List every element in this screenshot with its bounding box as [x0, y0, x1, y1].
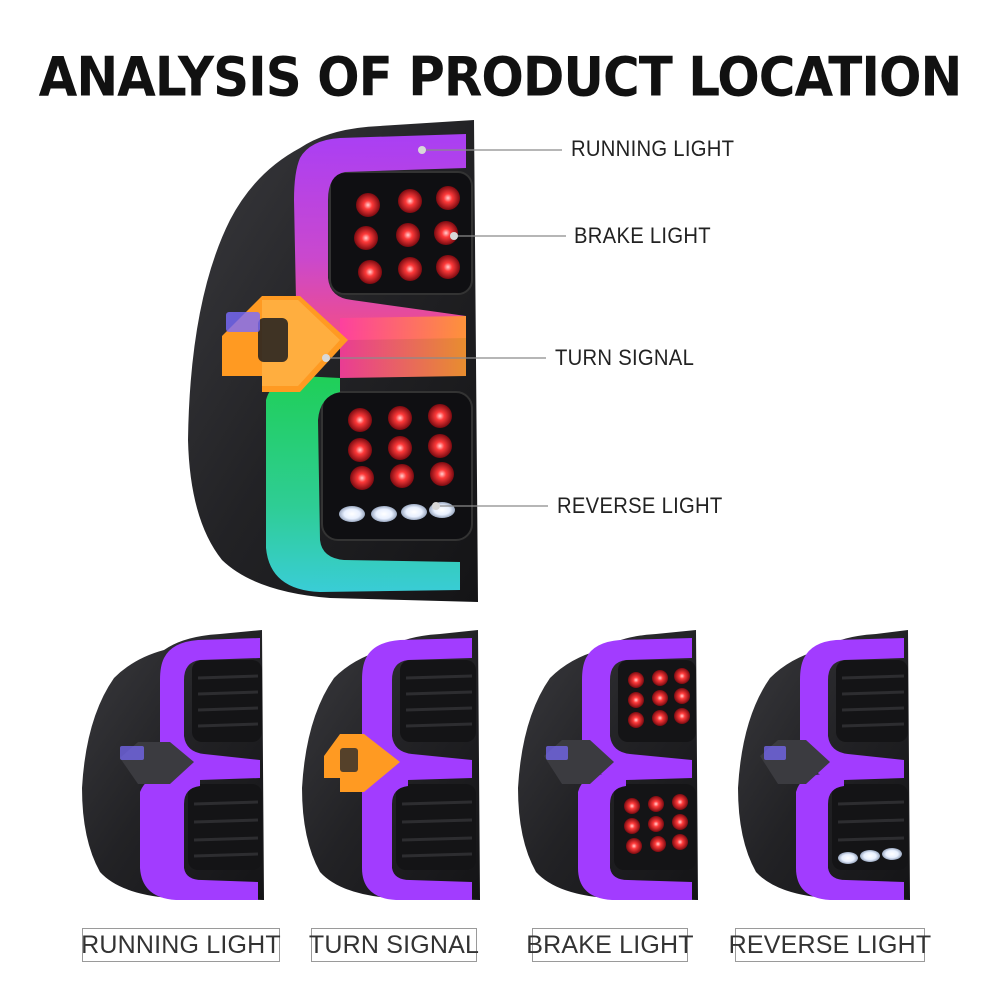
main-side-marker — [226, 312, 260, 332]
main-tail-lamp — [188, 120, 478, 602]
lamp-brake-light — [518, 630, 698, 900]
caption-turn-signal: TURN SIGNAL — [309, 928, 479, 962]
lamp-reverse-light — [738, 630, 910, 900]
callout-reverse-light: REVERSE LIGHT — [557, 493, 723, 518]
callout-turn-signal: TURN SIGNAL — [555, 345, 695, 370]
caption-running-light: RUNNING LIGHT — [81, 928, 281, 962]
lamp-turn-signal — [302, 630, 480, 900]
page-title: ANALYSIS OF PRODUCT LOCATION — [38, 45, 963, 109]
caption-reverse-light: REVERSE LIGHT — [729, 928, 931, 962]
callout-dots — [322, 146, 458, 510]
main-brake-leds-top — [354, 186, 460, 284]
callout-brake-light: BRAKE LIGHT — [574, 223, 711, 248]
callout-running-light: RUNNING LIGHT — [571, 136, 735, 161]
main-lower-bar — [266, 376, 460, 592]
caption-brake-light: BRAKE LIGHT — [526, 928, 694, 962]
main-brake-leds-bottom — [348, 404, 454, 490]
main-mid-bar — [340, 316, 466, 378]
lamp-running-light — [82, 630, 264, 900]
callout-lines — [326, 149, 566, 507]
